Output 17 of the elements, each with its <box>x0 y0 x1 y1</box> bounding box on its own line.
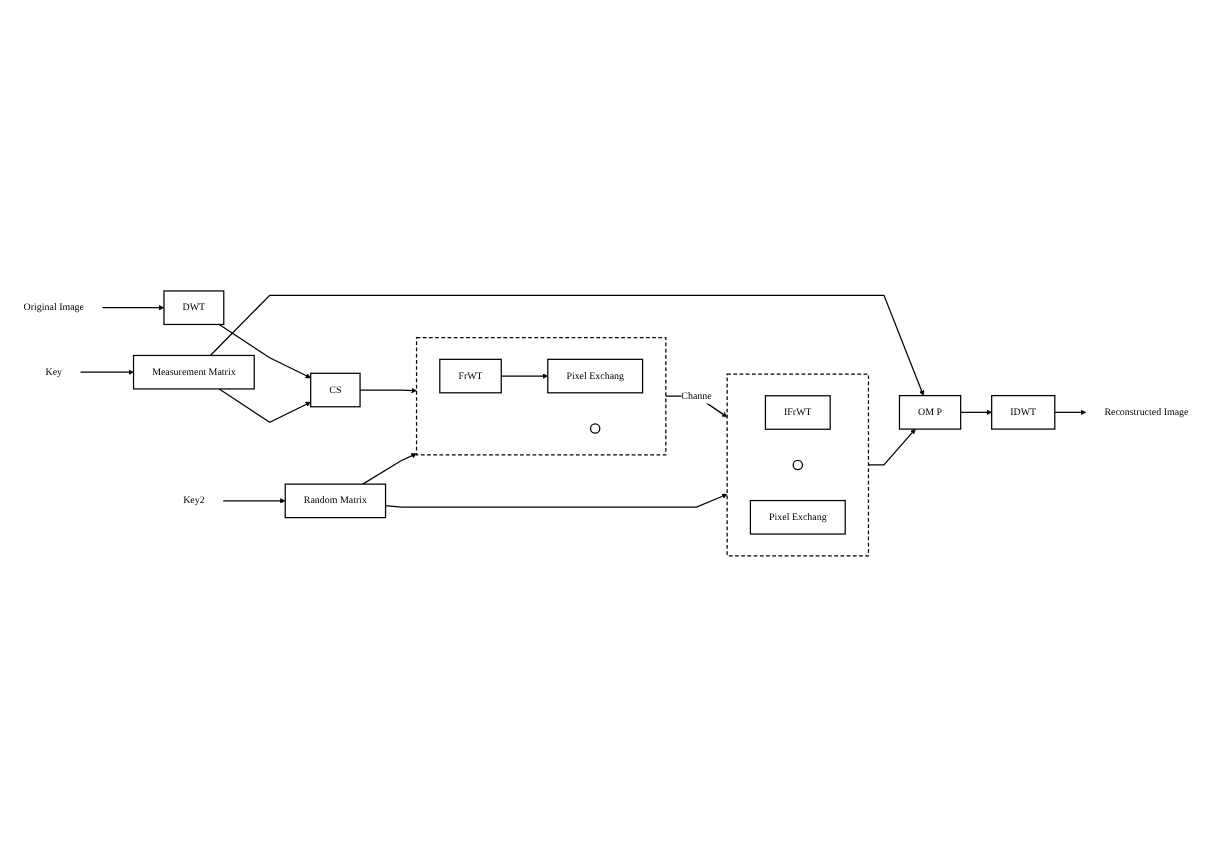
cluster <box>726 374 870 557</box>
arrow <box>500 373 548 380</box>
arrow <box>362 453 417 486</box>
arrow <box>222 498 286 505</box>
node-circle <box>589 423 601 435</box>
arrow <box>101 305 165 312</box>
arrow <box>218 324 311 379</box>
arrow <box>1054 410 1087 416</box>
arrow <box>384 494 728 509</box>
arrow <box>867 429 916 467</box>
arrow <box>960 410 992 416</box>
arrow <box>218 388 311 424</box>
arrow <box>80 370 134 376</box>
node-circle <box>792 460 804 471</box>
arrow <box>209 295 925 397</box>
arrow <box>359 388 417 394</box>
cluster <box>415 337 667 457</box>
